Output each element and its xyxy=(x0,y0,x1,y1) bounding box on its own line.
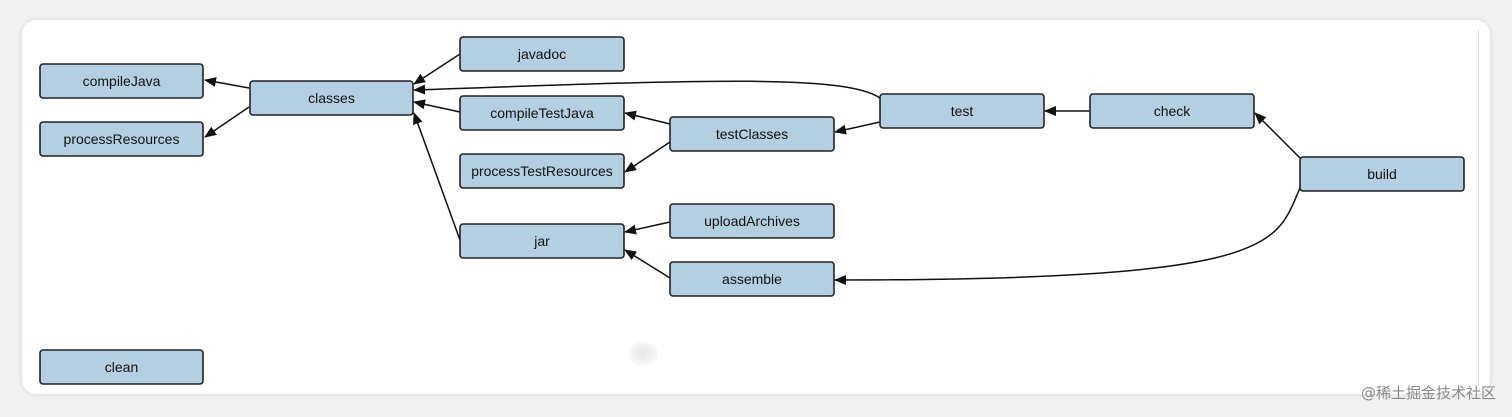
node-compileTestJava: compileTestJava xyxy=(459,95,625,131)
node-label: compileTestJava xyxy=(490,105,594,121)
blur-artifact xyxy=(628,342,658,366)
node-label: classes xyxy=(308,90,355,106)
watermark: @稀土掘金技术社区 xyxy=(1360,384,1496,402)
node-label: javadoc xyxy=(517,46,566,62)
node-label: assemble xyxy=(722,271,782,287)
node-jar: jar xyxy=(459,223,625,259)
node-check: check xyxy=(1089,93,1255,129)
node-label: jar xyxy=(533,233,550,249)
edge-compileTestJava-classes xyxy=(413,99,461,113)
node-uploadArchives: uploadArchives xyxy=(669,203,835,239)
right-edge-strip xyxy=(1478,30,1479,386)
edges xyxy=(204,53,1301,285)
edge-classes-compileJava xyxy=(204,77,250,89)
node-label: processTestResources xyxy=(471,163,613,179)
node-classes: classes xyxy=(249,80,414,116)
node-label: check xyxy=(1154,103,1192,119)
node-clean: clean xyxy=(39,349,204,385)
node-compileJava: compileJava xyxy=(39,63,204,99)
edge-uploadArchives-jar xyxy=(624,221,671,235)
edge-classes-processResources xyxy=(204,106,250,138)
node-assemble: assemble xyxy=(669,261,835,297)
edge-assemble-jar xyxy=(624,249,671,279)
edge-build-check xyxy=(1254,112,1301,159)
node-processTestResources: processTestResources xyxy=(459,153,625,189)
edge-jar-classes xyxy=(413,112,461,241)
edge-build-assemble xyxy=(834,187,1301,285)
node-test: test xyxy=(879,93,1045,129)
node-label: processResources xyxy=(64,131,180,147)
edge-test-testClasses xyxy=(834,121,881,135)
node-label: test xyxy=(951,103,974,119)
node-processResources: processResources xyxy=(39,121,204,157)
edge-testClasses-processTestResources xyxy=(624,141,671,173)
node-label: clean xyxy=(105,359,138,375)
node-build: build xyxy=(1299,156,1465,192)
node-testClasses: testClasses xyxy=(669,116,835,152)
node-javadoc: javadoc xyxy=(459,36,625,72)
node-label: testClasses xyxy=(716,126,788,142)
edge-javadoc-classes xyxy=(413,53,461,85)
node-label: build xyxy=(1367,166,1397,182)
node-label: compileJava xyxy=(83,73,161,89)
edge-test-classes xyxy=(413,80,881,99)
node-label: uploadArchives xyxy=(704,213,800,229)
edge-testClasses-compileTestJava xyxy=(624,110,671,125)
